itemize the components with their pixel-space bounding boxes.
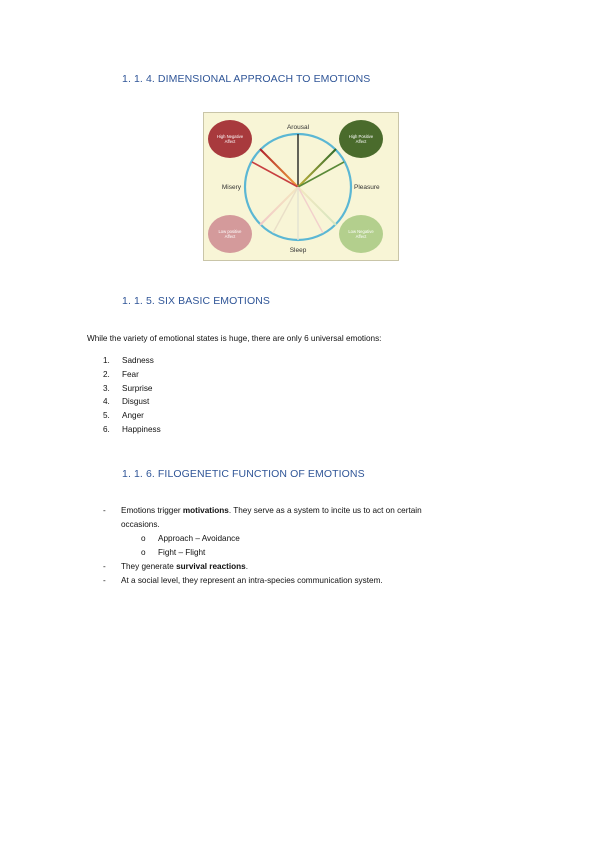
intro-paragraph: While the variety of emotional states is… [87, 334, 382, 343]
axis-bottom-left [259, 186, 299, 226]
list-item: 2.Fear [103, 369, 139, 379]
axis-extra-right [297, 161, 345, 188]
high-positive-label-1: High Positive [349, 134, 374, 139]
axis-bottom-right [297, 186, 337, 226]
high-positive-affect-node [339, 120, 383, 158]
list-item: 5.Anger [103, 411, 144, 421]
pleasure-label: Pleasure [354, 184, 380, 191]
high-negative-label-2: Affect [225, 139, 236, 144]
dash-marker: - [103, 506, 106, 515]
dash-marker: - [103, 576, 106, 585]
sub-bullet-approach: Approach – Avoidance [158, 534, 240, 543]
high-negative-label-1: High Negative [217, 134, 244, 139]
bullet-motivations: Emotions trigger motivations. They serve… [121, 506, 422, 515]
axis-top-right [297, 148, 337, 188]
bullet-motivations-line2: occasions. [121, 520, 160, 529]
axis-extra-left [251, 161, 299, 188]
section-heading-filogenetic: 1. 1. 6. FILOGENETIC FUNCTION OF EMOTION… [122, 468, 365, 480]
sleep-label: Sleep [290, 247, 307, 254]
bullet-survival: They generate survival reactions. [121, 562, 248, 571]
list-item: 6.Happiness [103, 424, 161, 434]
section-heading-dimensional: 1. 1. 4. DIMENSIONAL APPROACH TO EMOTION… [122, 73, 371, 85]
low-positive-label-1: Low positive [218, 229, 242, 234]
list-item: 4.Disgust [103, 397, 150, 407]
list-item: 3.Surprise [103, 383, 153, 393]
high-negative-affect-node [208, 120, 252, 158]
axis-extra-bright [297, 186, 324, 234]
dimensional-emotions-diagram: High Negative Affect High Positive Affec… [203, 112, 399, 261]
bullet-social: At a social level, they represent an int… [121, 576, 383, 585]
low-negative-label-2: Affect [356, 234, 367, 239]
axis-top-left [259, 148, 299, 188]
sub-bullet-fight: Fight – Flight [158, 548, 206, 557]
sub-bullet-marker: o [141, 548, 146, 557]
misery-label: Misery [222, 184, 242, 191]
list-item: 1.Sadness [103, 356, 154, 365]
low-negative-label-1: Low Negative [348, 229, 374, 234]
low-negative-affect-node [339, 215, 383, 253]
low-positive-affect-node [208, 215, 252, 253]
arousal-label: Arousal [287, 124, 310, 131]
dash-marker: - [103, 562, 106, 571]
emotions-list: 1.Sadness 2.Fear 3.Surprise 4.Disgust 5.… [103, 354, 161, 437]
sub-bullet-marker: o [141, 534, 146, 543]
high-positive-label-2: Affect [356, 139, 367, 144]
low-positive-label-2: Affect [225, 234, 236, 239]
axis-extra-bleft [272, 186, 299, 234]
section-heading-six-emotions: 1. 1. 5. SIX BASIC EMOTIONS [122, 295, 270, 307]
